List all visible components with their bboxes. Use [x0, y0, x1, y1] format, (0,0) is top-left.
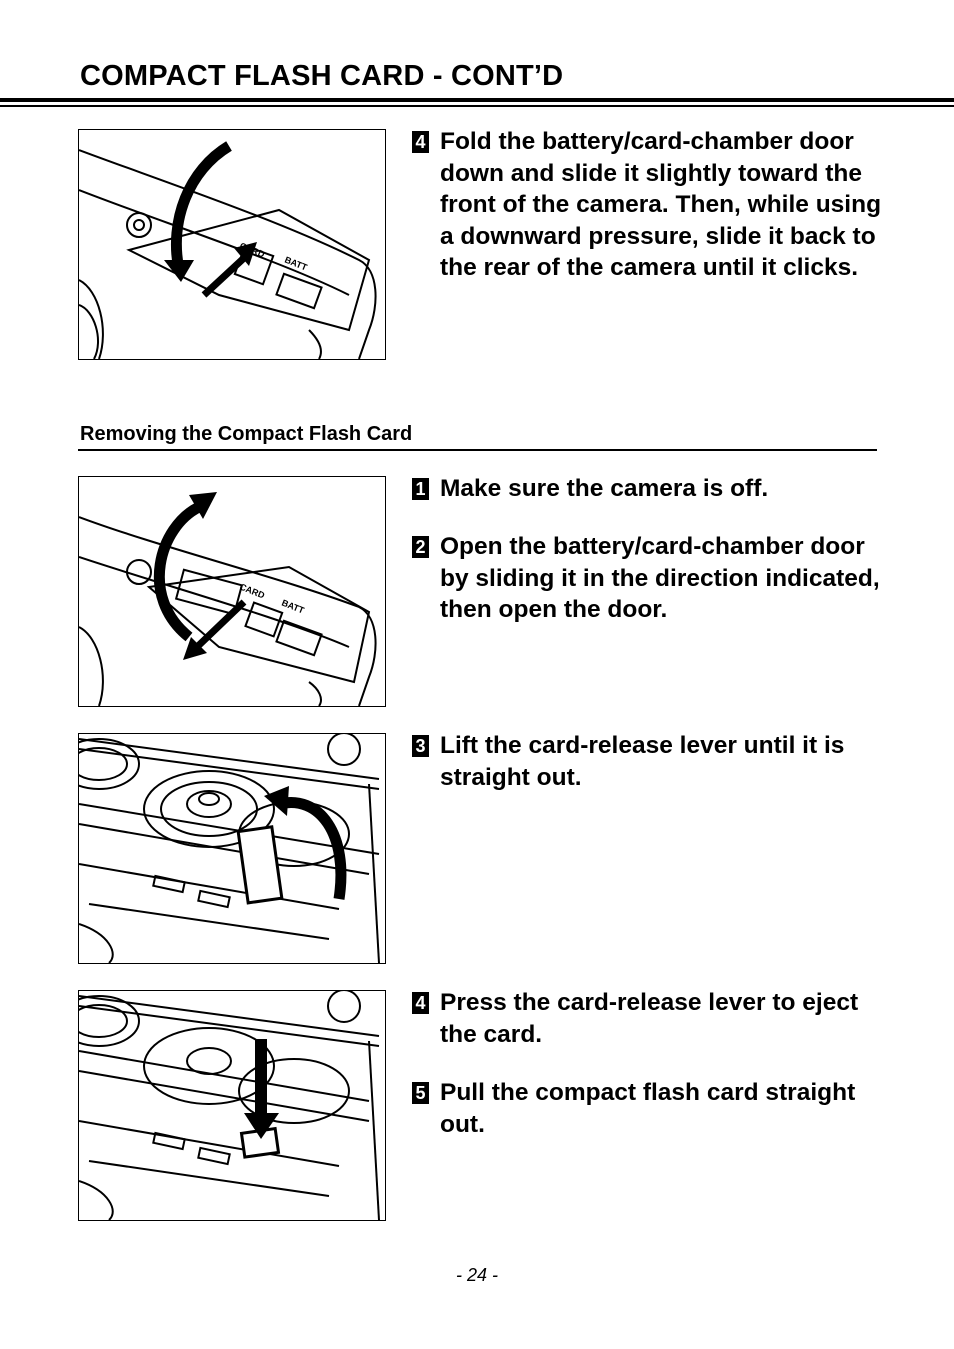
camera-door-illustration: CARD BATT — [79, 141, 377, 359]
step-lift-lever: 3 Lift the card-release lever until it i… — [412, 730, 882, 793]
figure-lift-lever — [78, 733, 386, 964]
step-pull-card: 5 Pull the compact flash card straight o… — [412, 1077, 882, 1140]
step-number: 5 — [412, 1082, 429, 1104]
batt-label: BATT — [280, 598, 306, 616]
batt-label: BATT — [283, 255, 309, 273]
section-rule — [78, 449, 877, 451]
step-text: Open the battery/card-chamber door by sl… — [440, 533, 880, 623]
card-lever-illustration — [79, 734, 380, 963]
step-fold-door: 4 Fold the battery/card-chamber door dow… — [412, 126, 882, 284]
page-title: COMPACT FLASH CARD - CONT’D — [80, 60, 564, 92]
step-open-door: 2 Open the battery/card-chamber door by … — [412, 531, 882, 626]
section-heading: Removing the Compact Flash Card — [80, 423, 413, 445]
step-number: 4 — [412, 992, 429, 1014]
step-text: Fold the battery/card-chamber door down … — [440, 128, 882, 281]
title-rule-thick — [0, 98, 954, 102]
figure-press-lever — [78, 990, 386, 1221]
figure-open-door: CARD BATT — [78, 476, 386, 707]
step-text: Make sure the camera is off. — [440, 475, 769, 502]
card-label: CARD — [238, 582, 266, 601]
step-press-lever: 4 Press the card-release lever to eject … — [412, 987, 882, 1050]
page-number: - 24 - — [455, 1265, 498, 1285]
figure-close-door: CARD BATT — [78, 129, 386, 360]
step-number: 2 — [412, 536, 429, 558]
step-number: 4 — [412, 131, 429, 153]
camera-door-open-illustration: CARD BATT — [79, 492, 377, 706]
card-eject-illustration — [79, 991, 380, 1220]
step-text: Press the card-release lever to eject th… — [440, 989, 859, 1048]
step-number: 1 — [412, 478, 429, 500]
step-camera-off: 1 Make sure the camera is off. — [412, 473, 882, 505]
step-number: 3 — [412, 735, 429, 757]
step-text: Lift the card-release lever until it is … — [440, 732, 845, 791]
title-rule-thin — [0, 105, 954, 107]
step-text: Pull the compact flash card straight out… — [440, 1079, 856, 1138]
